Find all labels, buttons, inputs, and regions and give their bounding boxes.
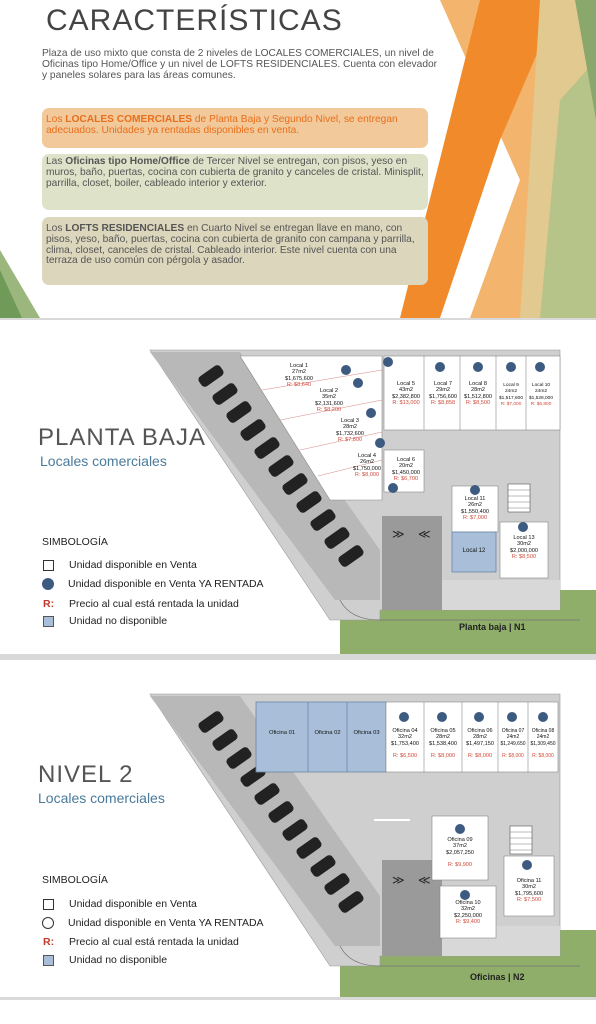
rented-dot [474, 712, 484, 722]
rented-dot [341, 365, 351, 375]
floor-label: Planta baja | N1 [459, 622, 526, 632]
unit-oficina-01[interactable]: Oficina 01 [268, 730, 296, 736]
rent-symbol: R: [43, 598, 55, 610]
available-symbol [43, 559, 54, 571]
level-title: PLANTA BAJA [38, 424, 206, 451]
rented-dot [435, 362, 445, 372]
legend-rent-price: R:Precio al cual está rentada la unidad [43, 936, 239, 948]
rented-dot [399, 712, 409, 722]
rented-dot [538, 712, 548, 722]
svg-text:≪: ≪ [418, 527, 431, 541]
rented-dot [506, 362, 516, 372]
decorative-background [0, 0, 596, 318]
legend-rented: Unidad disponible en Venta YA RENTADA [42, 578, 264, 590]
rented-dot [388, 483, 398, 493]
rented-dot [383, 357, 393, 367]
legend-rented: Unidad disponible en Venta YA RENTADA [42, 917, 264, 929]
rented-dot [473, 362, 483, 372]
legend-title: SIMBOLOGÍA [42, 536, 108, 548]
available-symbol [43, 898, 54, 910]
page-title: CARACTERÍSTICAS [46, 4, 343, 37]
rented-symbol [42, 578, 54, 590]
legend-available: Unidad disponible en Venta [43, 898, 197, 910]
nivel-2-floorplan: ≫ ≪ [149, 693, 596, 997]
unavailable-symbol [43, 615, 54, 627]
unavailable-symbol [43, 954, 54, 966]
level-subtitle: Locales comerciales [38, 790, 165, 806]
intro-description: Plaza de uso mixto que consta de 2 nivel… [42, 48, 438, 81]
oficinas-info-box: Las Oficinas tipo Home/Office de Tercer … [42, 154, 428, 210]
legend-available: Unidad disponible en Venta [43, 559, 197, 571]
rented-dot [437, 712, 447, 722]
rented-dot [460, 890, 470, 900]
rented-dot [375, 438, 385, 448]
rented-dot [366, 408, 376, 418]
planta-baja-panel: ≫ ≪ PLANTA BAJA Locales comerciales SIMB… [0, 320, 596, 654]
rented-dot [535, 362, 545, 372]
svg-text:≪: ≪ [418, 873, 431, 887]
lofts-info-box: Los LOFTS RESIDENCIALES en Cuarto Nivel … [42, 217, 428, 285]
floor-label: Oficinas | N2 [470, 972, 525, 982]
rented-dot [455, 824, 465, 834]
legend-unavailable: Unidad no disponible [43, 954, 167, 966]
planta-baja-floorplan: ≫ ≪ [149, 349, 596, 654]
svg-text:≫: ≫ [392, 527, 405, 541]
locales-info-box: Los LOCALES COMERCIALES de Planta Baja y… [42, 108, 428, 148]
unit-oficina-02[interactable]: Oficina 02 [314, 730, 341, 736]
legend-rent-price: R:Precio al cual está rentada la unidad [43, 598, 239, 610]
rent-symbol: R: [43, 936, 55, 948]
legend-unavailable: Unidad no disponible [43, 615, 167, 627]
rented-symbol [42, 917, 54, 929]
rented-dot [353, 378, 363, 388]
level-title: NIVEL 2 [38, 761, 134, 788]
unit-local-12[interactable]: Local 12 [462, 548, 486, 554]
legend-title: SIMBOLOGÍA [42, 874, 108, 886]
level-subtitle: Locales comerciales [40, 453, 167, 469]
features-panel: CARACTERÍSTICAS Plaza de uso mixto que c… [0, 0, 596, 318]
rented-dot [518, 522, 528, 532]
rented-dot [507, 712, 517, 722]
rented-dot [470, 485, 480, 495]
rented-dot [522, 860, 532, 870]
next-page-edge [0, 1000, 596, 1024]
svg-text:≫: ≫ [392, 873, 405, 887]
unit-oficina-03[interactable]: Oficina 03 [353, 730, 380, 736]
nivel-2-panel: ≫ ≪ NIVEL 2 Locales comerciales SIMBOLOG… [0, 660, 596, 997]
